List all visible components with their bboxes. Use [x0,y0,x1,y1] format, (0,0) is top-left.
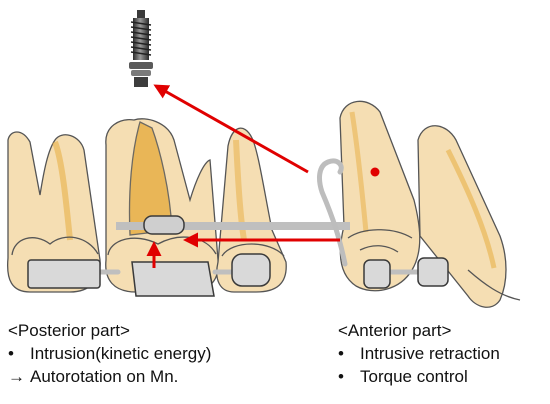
molar-tooth-1 [6,131,101,293]
anterior-item: • Intrusive retraction [338,342,500,365]
posterior-item: → Autorotation on Mn. [8,365,211,388]
anterior-caption: <Anterior part> • Intrusive retraction • T… [338,319,500,388]
posterior-bracket [131,261,215,297]
anterior-item-text: Torque control [360,367,468,386]
center-of-resistance-dot [370,167,380,177]
posterior-item-text: Intrusion(kinetic energy) [30,344,212,363]
anterior-heading: <Anterior part> [338,321,452,340]
mini-screw-icon [129,10,153,87]
brackets [27,215,449,297]
retraction-hook [317,158,348,267]
anterior-item-text: Intrusive retraction [360,344,500,363]
tube-attachment [143,215,185,235]
molar-bracket [27,259,101,289]
bullet-marker: • [8,344,14,363]
posterior-heading: <Posterior part> [8,321,130,340]
anterior-teeth [339,100,521,308]
incisor-back [417,125,507,308]
canine-bracket [363,259,391,289]
posterior-caption: <Posterior part> • Intrusion(kinetic ener… [8,319,211,388]
bullet-marker: • [338,344,344,363]
bullet-marker: • [338,367,344,386]
arrow-marker: → [8,367,25,386]
anterior-item: • Torque control [338,365,500,388]
posterior-item-text: Autorotation on Mn. [30,367,179,386]
force-arrow [153,84,309,174]
premolar-tooth [216,127,287,293]
force-arrows [146,84,340,268]
incisor-bracket [417,257,449,287]
posterior-item: • Intrusion(kinetic energy) [8,342,211,365]
posterior-teeth [6,118,287,293]
premolar-bracket [231,253,271,287]
